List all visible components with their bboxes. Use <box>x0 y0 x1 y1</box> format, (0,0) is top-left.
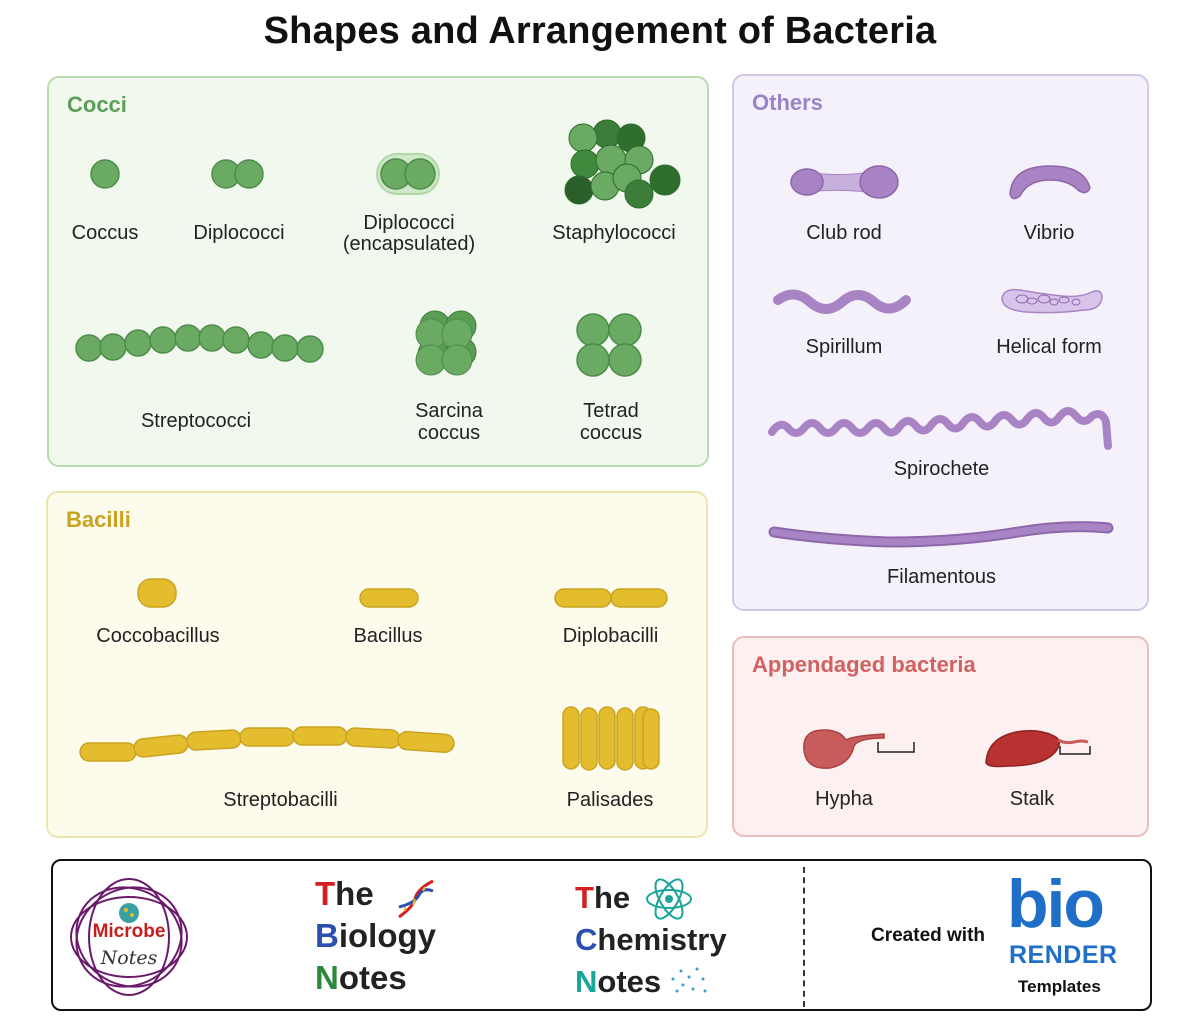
bacilli-panel: Bacilli Coccobacillus Bacillus Diplobaci… <box>46 491 708 838</box>
hypha-label: Hypha <box>815 788 873 810</box>
atom-icon <box>646 878 692 920</box>
streptococci-figure <box>75 324 324 363</box>
vibrio-figure <box>1009 165 1091 200</box>
biology-notes-line3: Notes <box>315 959 407 996</box>
spirillum-figure <box>773 289 911 314</box>
appendaged-panel: Appendaged bacteria Hypha Stalk <box>732 636 1149 837</box>
diplococci-label: Diplococci <box>193 222 285 244</box>
biorender-render-logo: RENDER <box>1009 941 1118 969</box>
filamentous-label: Filamentous <box>887 566 996 588</box>
particles-icon <box>671 967 707 993</box>
others-panel: Others Club rod Vibrio Spirillum Helical… <box>732 74 1149 611</box>
chemistry-notes-line3: Notes <box>575 964 662 999</box>
others-title: Others <box>752 90 823 115</box>
bacillus-label: Bacillus <box>353 625 423 647</box>
diplococci-encapsulated-label-2: (encapsulated) <box>342 233 476 255</box>
club-rod-label: Club rod <box>806 222 882 244</box>
page-title: Shapes and Arrangement of Bacteria <box>263 10 937 52</box>
biology-notes-line2: Biology <box>315 917 437 954</box>
chemistry-notes-line2: Chemistry <box>575 922 727 957</box>
created-with-label: Created with <box>871 925 986 946</box>
diplobacilli-label: Diplobacilli <box>562 625 659 647</box>
cocci-title: Cocci <box>67 92 127 117</box>
stalk-figure <box>985 729 1091 768</box>
palisades-figure <box>562 706 660 771</box>
diplobacilli-figure <box>554 588 668 608</box>
coccobacillus-figure <box>137 578 177 608</box>
biology-notes-line1: The <box>315 875 374 912</box>
diplococci-encapsulated-figure <box>376 153 440 195</box>
streptococci-label: Streptococci <box>140 410 252 432</box>
club-rod-figure <box>790 165 899 199</box>
filamentous-figure <box>768 521 1114 548</box>
spirillum-label: Spirillum <box>805 336 883 358</box>
spirochete-figure <box>768 407 1112 450</box>
footer-divider <box>803 867 805 1007</box>
tetrad-label-2: coccus <box>579 422 643 444</box>
hypha-figure <box>803 729 915 769</box>
palisades-label: Palisades <box>566 789 654 811</box>
biorender-templates-label: Templates <box>1018 977 1101 996</box>
microbe-notes-microbe: Microbe <box>92 921 166 942</box>
bacilli-title: Bacilli <box>66 507 131 532</box>
microbe-notes-logo <box>70 878 188 996</box>
chemistry-notes-line1: The <box>575 880 631 915</box>
helical-form-figure <box>1001 288 1103 314</box>
coccus-figure <box>90 159 120 189</box>
bacillus-figure <box>359 588 419 608</box>
stalk-label: Stalk <box>1009 788 1055 810</box>
dna-icon <box>398 879 434 919</box>
streptobacilli-label: Streptobacilli <box>223 789 338 811</box>
diplococci-encapsulated-label-1: Diplococci <box>363 212 455 234</box>
cocci-panel: Cocci Coccus Diplococci Diplococci (enca… <box>47 76 709 467</box>
sarcina-label-1: Sarcina <box>415 400 483 422</box>
helical-form-label: Helical form <box>996 336 1102 358</box>
spirochete-label: Spirochete <box>893 458 990 480</box>
tetrad-figure <box>576 313 642 377</box>
coccus-label: Coccus <box>71 222 139 244</box>
diplococci-figure <box>211 159 264 189</box>
sarcina-label-2: coccus <box>417 422 481 444</box>
staphylococci-label: Staphylococci <box>552 222 676 244</box>
coccobacillus-label: Coccobacillus <box>96 625 220 647</box>
appendaged-title: Appendaged bacteria <box>752 652 976 677</box>
tetrad-label-1: Tetrad <box>583 400 639 422</box>
biorender-bio-logo: bio <box>1007 866 1105 942</box>
staphylococci-figure <box>564 119 681 209</box>
microbe-notes-notes: Notes <box>100 947 158 969</box>
vibrio-label: Vibrio <box>1023 222 1075 244</box>
sarcina-figure <box>415 310 477 376</box>
footer-logos: Microbe Notes The Biology Notes The Chem… <box>51 859 1152 1011</box>
streptobacilli-figure <box>79 726 455 762</box>
